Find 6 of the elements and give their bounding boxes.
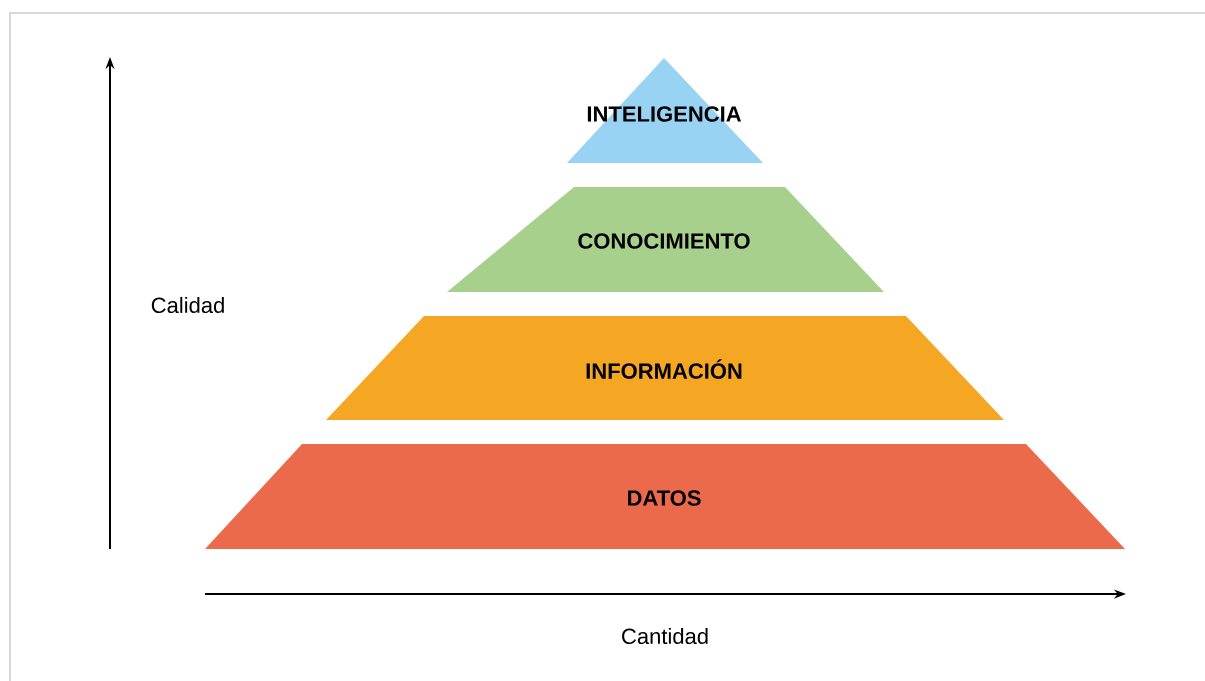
pyramid-layer: CONOCIMIENTO [447, 187, 884, 292]
axis-label: Calidad [151, 296, 224, 314]
pyramid-layer: DATOS [205, 444, 1125, 549]
pyramid-layer: INFORMACIÓN [326, 316, 1004, 420]
axis-label: Cantidad [622, 627, 708, 645]
pyramid-top-triangle: INTELIGENCIA [567, 58, 763, 163]
